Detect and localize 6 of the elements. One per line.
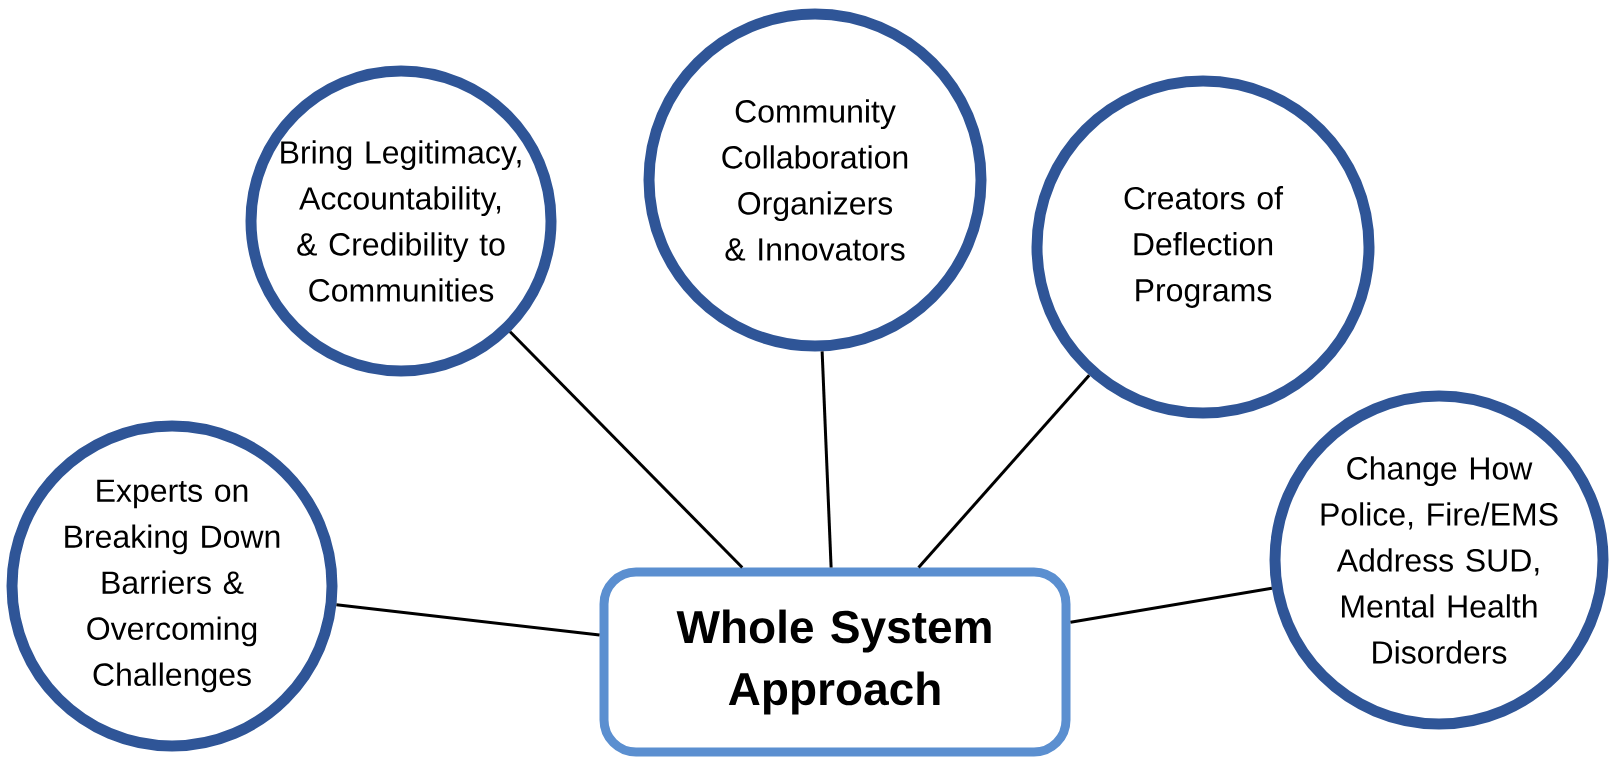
connector-line [1070,586,1273,624]
connector-line [820,351,833,568]
center-box: Whole System Approach [599,567,1071,757]
connector-line [917,374,1091,569]
connector-line [336,603,600,637]
connector-line [509,330,744,569]
